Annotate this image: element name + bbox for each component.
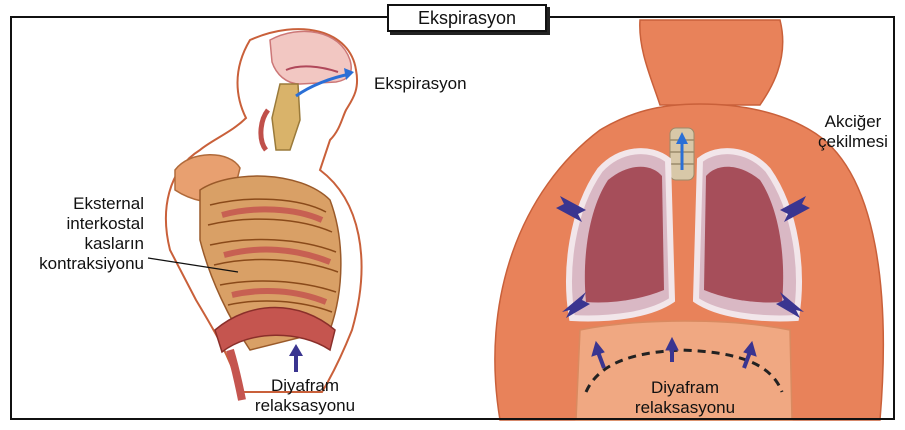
diaphragm-right-label: Diyafram relaksasyonu — [610, 378, 760, 418]
figure-title: Ekspirasyon — [387, 4, 547, 32]
intercostal-label: Eksternal interkostal kasların kontraksi… — [14, 194, 144, 274]
diaphragm-left-label: Diyafram relaksasyonu — [240, 376, 370, 416]
lung-recoil-label: Akciğer çekilmesi — [808, 112, 898, 152]
expiration-label: Ekspirasyon — [374, 74, 467, 94]
